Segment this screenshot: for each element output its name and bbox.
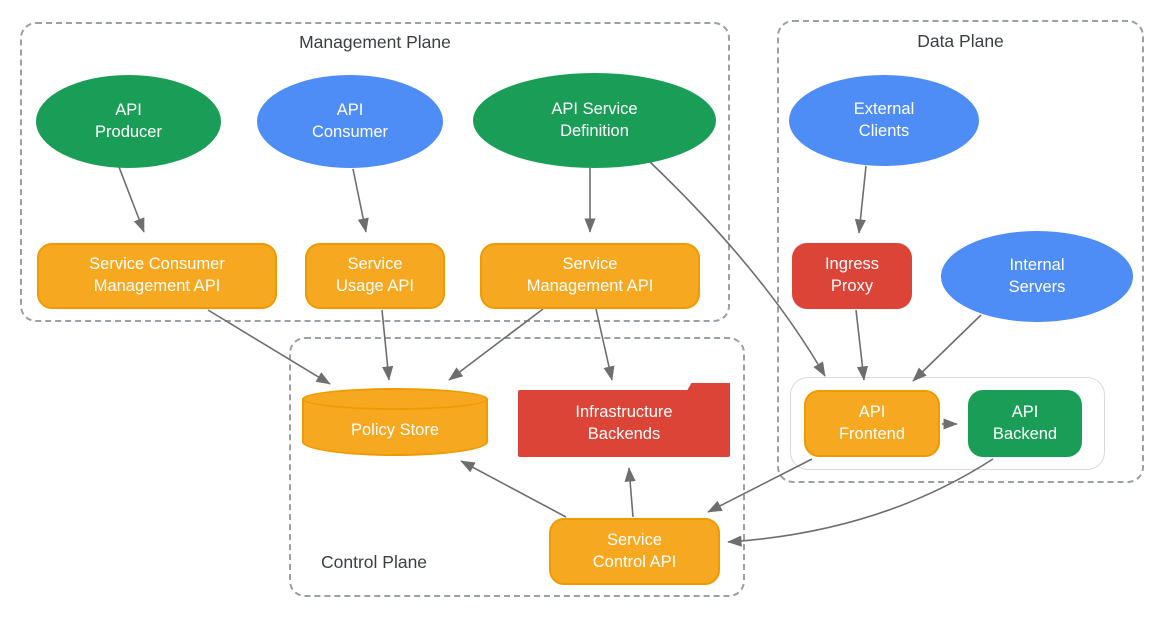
edge-internal-servers-to-api-frontend <box>912 314 982 382</box>
edge-service-management-api-to-policy-store <box>448 308 544 381</box>
edge-service-control-api-to-infrastructure-backends <box>624 467 636 518</box>
ingress-proxy-label: Ingress Proxy <box>824 255 880 295</box>
edge-service-consumer-management-api-to-policy-store <box>207 309 331 385</box>
edge-api-producer-to-service-consumer-management-api <box>118 166 145 233</box>
node-internal-servers: Internal Servers <box>941 231 1133 322</box>
edge-ingress-proxy-to-api-frontend <box>855 309 869 381</box>
node-api-backend: API Backend <box>968 390 1082 457</box>
edge-api-backend-to-service-control-api <box>727 458 994 547</box>
node-api-service-definition: API Service Definition <box>473 73 716 168</box>
infrastructure-backends-label: Infrastructure Backends <box>575 402 673 443</box>
node-api-frontend: API Frontend <box>804 390 940 457</box>
api-backend-label: API Backend <box>992 402 1058 443</box>
node-service-control-api: Service Control API <box>549 518 720 585</box>
control-plane-label: Control Plane <box>321 552 428 572</box>
node-external-clients: External Clients <box>789 75 979 166</box>
edge-api-service-definition-to-api-frontend <box>649 161 826 377</box>
node-api-consumer: API Consumer <box>257 75 443 168</box>
service-consumer-management-api-label: Service Consumer Management API <box>89 255 225 295</box>
edge-service-usage-api-to-policy-store <box>381 309 394 381</box>
api-consumer-label: API Consumer <box>311 100 389 141</box>
policy-store-cylinder-cap <box>302 388 488 410</box>
node-policy-store: Policy Store <box>302 388 488 456</box>
api-frontend-label: API Frontend <box>838 402 906 443</box>
edge-api-consumer-to-service-usage-api <box>352 168 369 233</box>
api-producer-label: API Producer <box>95 100 162 141</box>
node-service-management-api: Service Management API <box>480 243 700 309</box>
internal-servers-label: Internal Servers <box>1008 255 1066 296</box>
node-infrastructure-backends: Infrastructure Backends <box>518 383 730 457</box>
edge-api-frontend-to-service-control-api <box>707 458 813 513</box>
management-plane-box <box>20 22 730 322</box>
node-service-consumer-management-api: Service Consumer Management API <box>37 243 277 309</box>
policy-store-label: Policy Store <box>350 420 440 439</box>
node-service-usage-api: Service Usage API <box>305 243 445 309</box>
external-clients-label: External Clients <box>853 99 915 140</box>
data-plane-label: Data Plane <box>917 31 1004 51</box>
edge-service-control-api-to-policy-store <box>460 460 567 518</box>
api-service-definition-label: API Service Definition <box>551 99 638 140</box>
service-usage-api-label: Service Usage API <box>336 255 414 295</box>
infrastructure-backends-folder-body: Infrastructure Backends <box>518 390 730 457</box>
node-ingress-proxy: Ingress Proxy <box>792 243 912 309</box>
control-plane-box <box>289 337 745 597</box>
service-management-api-label: Service Management API <box>526 255 654 295</box>
management-plane-label: Management Plane <box>299 32 451 52</box>
edge-external-clients-to-ingress-proxy <box>854 165 867 234</box>
edge-service-management-api-to-infrastructure-backends <box>595 308 615 381</box>
data-plane-box <box>777 20 1144 483</box>
service-control-api-label: Service Control API <box>592 530 677 571</box>
node-api-producer: API Producer <box>36 75 221 168</box>
